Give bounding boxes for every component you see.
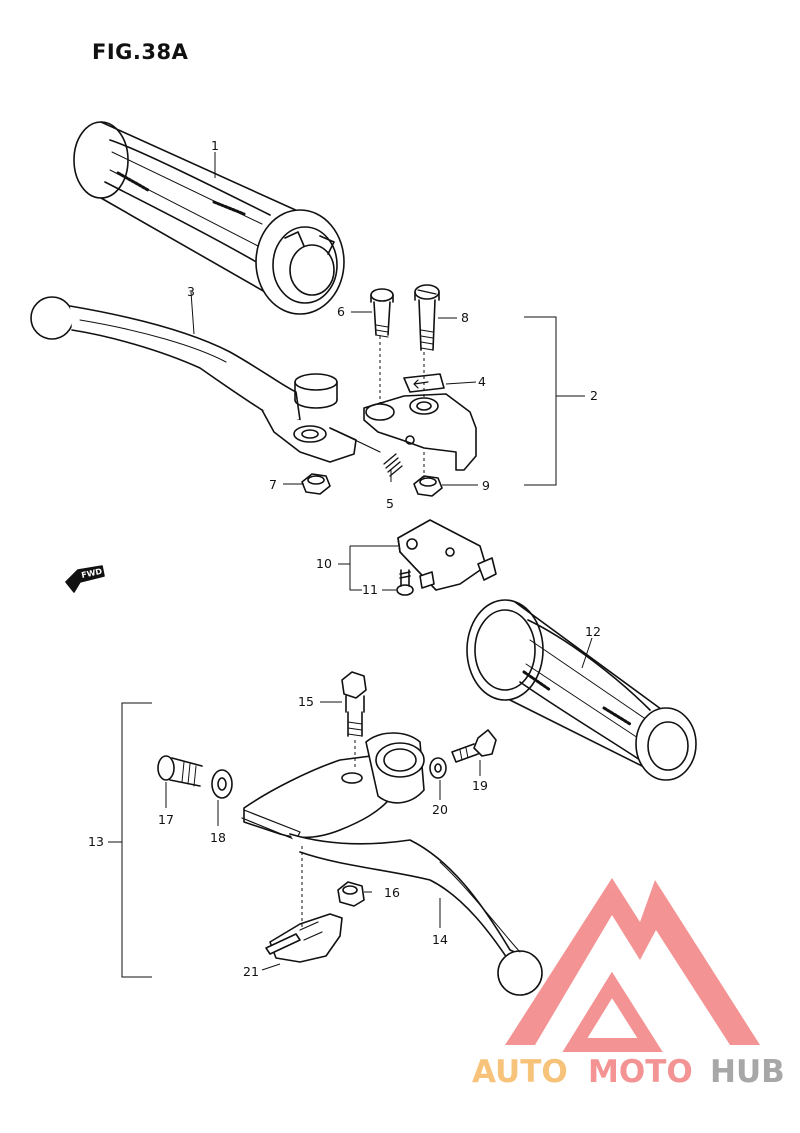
callout-13: 13 xyxy=(88,834,104,849)
callout-19: 19 xyxy=(472,778,488,793)
callout-1: 1 xyxy=(211,138,219,153)
switch-bracket xyxy=(301,284,477,497)
callouts: 1 2 3 4 5 6 7 8 9 10 11 12 13 14 15 16 1… xyxy=(88,138,601,979)
watermark-auto: AUTO xyxy=(472,1054,568,1090)
callout-7: 7 xyxy=(269,477,277,492)
callout-8: 8 xyxy=(461,310,469,325)
callout-15: 15 xyxy=(298,694,314,709)
grip-left xyxy=(73,121,345,315)
fwd-arrow-icon xyxy=(65,565,105,593)
callout-10: 10 xyxy=(316,556,332,571)
lever-switch xyxy=(396,519,497,596)
callout-20: 20 xyxy=(432,802,448,817)
callout-5: 5 xyxy=(386,496,394,511)
callout-14: 14 xyxy=(432,932,448,947)
callout-12: 12 xyxy=(585,624,601,639)
leader-lines xyxy=(108,152,593,978)
callout-3: 3 xyxy=(187,284,195,299)
lever-left xyxy=(30,296,381,463)
callout-16: 16 xyxy=(384,885,400,900)
callout-2: 2 xyxy=(590,388,598,403)
callout-11: 11 xyxy=(362,582,378,597)
callout-6: 6 xyxy=(337,304,345,319)
callout-18: 18 xyxy=(210,830,226,845)
watermark-logo: AUTO MOTO HUB xyxy=(472,878,785,1090)
callout-21: 21 xyxy=(243,964,259,979)
grip-right xyxy=(466,599,697,781)
watermark-moto: MOTO xyxy=(588,1054,693,1090)
callout-17: 17 xyxy=(158,812,174,827)
callout-4: 4 xyxy=(478,374,486,389)
watermark-hub: HUB xyxy=(710,1054,785,1090)
fwd-label: FWD xyxy=(81,567,104,580)
callout-9: 9 xyxy=(482,478,490,493)
figure-title: FIG.38A xyxy=(92,40,189,64)
lever-right xyxy=(157,671,543,996)
